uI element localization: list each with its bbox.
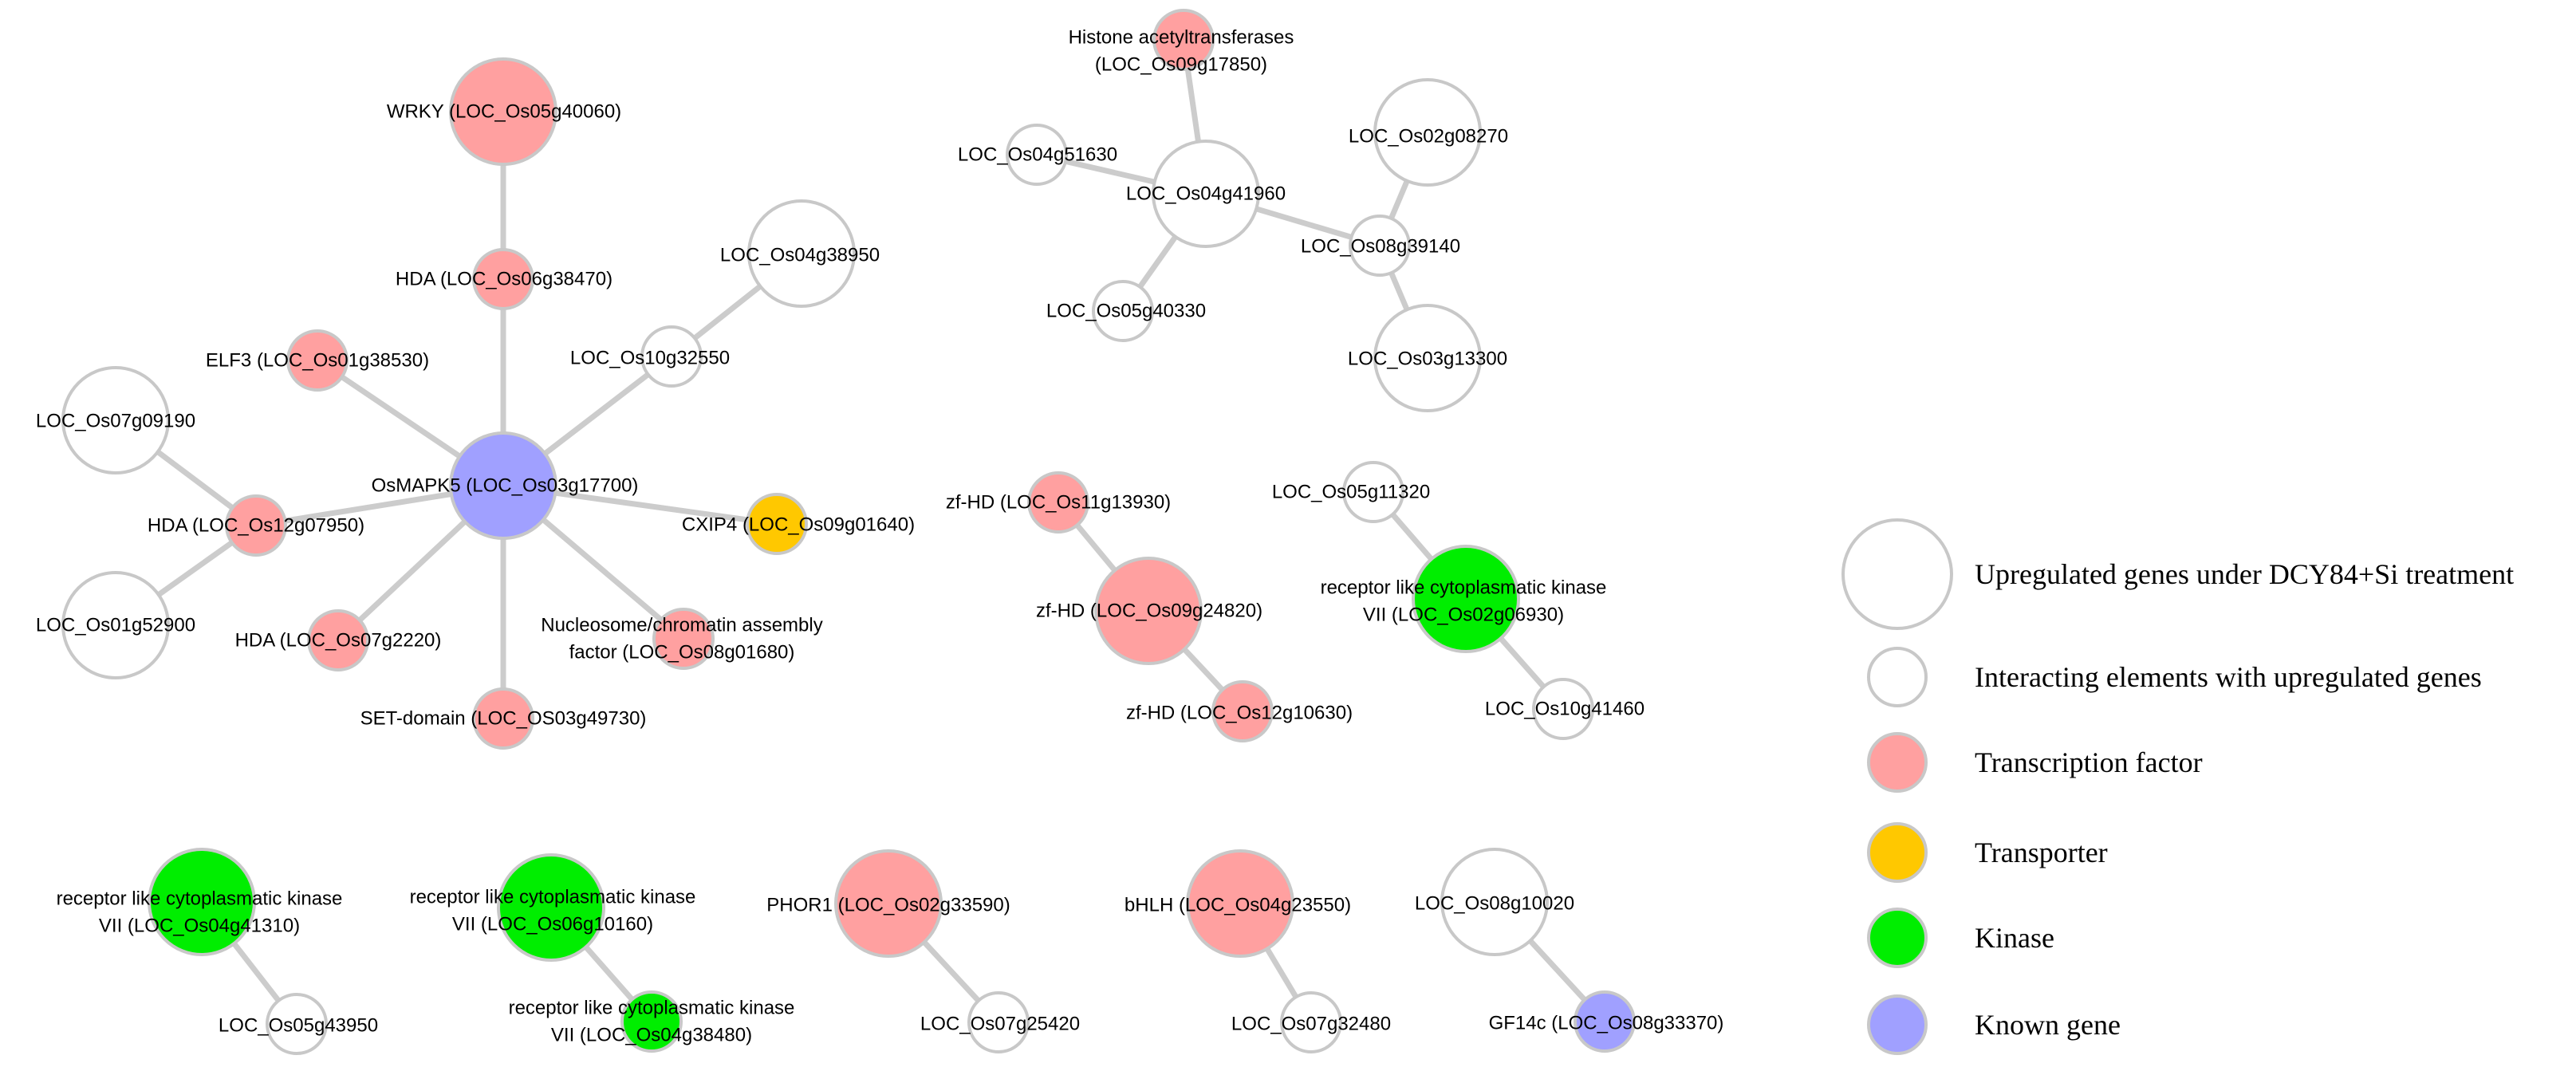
node-label-zfhd09: zf-HD (LOC_Os09g24820) bbox=[1036, 601, 1262, 622]
node-label-histone-line-2: (LOC_Os09g17850) bbox=[1095, 54, 1267, 76]
node-os10g41460[interactable] bbox=[1532, 678, 1594, 740]
node-rlck02[interactable] bbox=[1412, 545, 1520, 653]
node-os08g39140[interactable] bbox=[1349, 215, 1411, 277]
legend: Upregulated genes under DCY84+Si treatme… bbox=[1841, 518, 2514, 1055]
legend-swatch-transporter bbox=[1867, 822, 1928, 883]
node-label-rlck04b-line-2: VII (LOC_Os04g38480) bbox=[551, 1025, 752, 1046]
node-zfhd11[interactable] bbox=[1027, 471, 1089, 534]
node-label-rlck02-line-1: receptor like cytoplasmatic kinase bbox=[1321, 577, 1607, 599]
node-os04g41960[interactable] bbox=[1152, 140, 1260, 248]
node-label-os10g41460: LOC_Os10g41460 bbox=[1485, 699, 1644, 720]
node-nucleosome[interactable] bbox=[652, 608, 715, 670]
node-label-gf14c: GF14c (LOC_Os08g33370) bbox=[1489, 1013, 1724, 1034]
node-os04g38950[interactable] bbox=[747, 199, 856, 308]
node-osmapk5[interactable] bbox=[449, 431, 557, 540]
node-label-hda06: HDA (LOC_Os06g38470) bbox=[396, 269, 612, 290]
node-label-os05g40330: LOC_Os05g40330 bbox=[1046, 301, 1206, 322]
node-label-os07g32480: LOC_Os07g32480 bbox=[1231, 1014, 1391, 1035]
node-labels: WRKY (LOC_Os05g40060) HDA (LOC_Os06g38470… bbox=[36, 27, 1723, 1046]
node-label-wrky: WRKY (LOC_Os05g40060) bbox=[387, 101, 621, 123]
node-os05g40330[interactable] bbox=[1092, 280, 1154, 342]
legend-label-upregulated: Upregulated genes under DCY84+Si treatme… bbox=[1975, 558, 2514, 590]
node-label-rlck04a-line-2: VII (LOC_Os04g41310) bbox=[99, 916, 300, 937]
node-phor1[interactable] bbox=[834, 849, 943, 958]
node-label-osmapk5: OsMAPK5 (LOC_Os03g17700) bbox=[372, 475, 639, 497]
node-label-os04g41960: LOC_Os04g41960 bbox=[1126, 183, 1286, 205]
node-histone[interactable] bbox=[1152, 9, 1215, 71]
node-os07g25420[interactable] bbox=[967, 991, 1030, 1053]
node-cxip4[interactable] bbox=[746, 493, 808, 555]
node-os10g32550[interactable] bbox=[640, 325, 703, 388]
node-label-nucleosome-line-1: Nucleosome/chromatin assembly bbox=[541, 615, 822, 636]
legend-label-interacting: Interacting elements with upregulated ge… bbox=[1975, 661, 2482, 693]
node-label-os08g39140: LOC_Os08g39140 bbox=[1301, 236, 1460, 258]
legend-swatch-upregulated bbox=[1841, 518, 1953, 630]
node-label-rlck04a-line-1: receptor like cytoplasmatic kinase bbox=[57, 888, 343, 910]
node-setdomain[interactable] bbox=[472, 687, 534, 750]
node-label-os05g43950: LOC_Os05g43950 bbox=[219, 1015, 378, 1037]
node-label-os01g52900: LOC_Os01g52900 bbox=[36, 615, 195, 636]
node-rlck06[interactable] bbox=[497, 853, 605, 962]
node-label-os02g08270: LOC_Os02g08270 bbox=[1349, 126, 1508, 148]
node-label-phor1: PHOR1 (LOC_Os02g33590) bbox=[766, 895, 1010, 916]
node-rlck04b[interactable] bbox=[620, 990, 683, 1053]
node-label-rlck02-line-2: VII (LOC_Os02g06930) bbox=[1363, 604, 1564, 626]
legend-swatch-known_gene bbox=[1867, 994, 1928, 1055]
node-zfhd12[interactable] bbox=[1211, 680, 1274, 742]
node-label-rlck04b-line-1: receptor like cytoplasmatic kinase bbox=[509, 998, 795, 1019]
legend-label-transporter: Transporter bbox=[1975, 837, 2108, 868]
node-os03g13300[interactable] bbox=[1373, 304, 1482, 412]
legend-swatch-interacting bbox=[1867, 647, 1928, 707]
node-label-os04g51630: LOC_Os04g51630 bbox=[958, 144, 1117, 166]
node-label-zfhd11: zf-HD (LOC_Os11g13930) bbox=[946, 492, 1171, 514]
node-bhlh[interactable] bbox=[1186, 849, 1294, 958]
node-label-elf3: ELF3 (LOC_Os01g38530) bbox=[206, 350, 429, 372]
node-label-nucleosome-line-2: factor (LOC_Os08g01680) bbox=[569, 642, 795, 664]
node-gf14c[interactable] bbox=[1574, 990, 1636, 1053]
node-label-hda12: HDA (LOC_Os12g07950) bbox=[148, 515, 364, 537]
node-hda12[interactable] bbox=[225, 494, 287, 557]
node-label-os08g10020: LOC_Os08g10020 bbox=[1415, 893, 1574, 915]
node-label-os10g32550: LOC_Os10g32550 bbox=[570, 348, 730, 369]
node-os05g43950[interactable] bbox=[266, 993, 328, 1055]
node-label-cxip4: CXIP4 (LOC_Os09g01640) bbox=[682, 514, 915, 536]
node-os01g52900[interactable] bbox=[61, 571, 170, 679]
node-label-os03g13300: LOC_Os03g13300 bbox=[1348, 348, 1507, 370]
node-label-rlck06-line-2: VII (LOC_Os06g10160) bbox=[452, 914, 653, 935]
node-label-bhlh: bHLH (LOC_Os04g23550) bbox=[1125, 895, 1351, 916]
node-elf3[interactable] bbox=[286, 329, 349, 392]
legend-label-kinase: Kinase bbox=[1975, 922, 2054, 954]
node-label-os04g38950: LOC_Os04g38950 bbox=[720, 245, 880, 266]
node-os07g09190[interactable] bbox=[61, 366, 170, 474]
node-label-hda07: HDA (LOC_Os07g2220) bbox=[235, 630, 442, 652]
node-rlck04a[interactable] bbox=[148, 848, 256, 956]
node-hda07[interactable] bbox=[307, 609, 369, 671]
node-label-zfhd12: zf-HD (LOC_Os12g10630) bbox=[1126, 703, 1353, 724]
node-hda06[interactable] bbox=[472, 248, 534, 310]
node-os04g51630[interactable] bbox=[1006, 124, 1068, 186]
legend-swatch-transcription_factor bbox=[1867, 732, 1928, 793]
node-os05g11320[interactable] bbox=[1342, 461, 1404, 523]
node-label-setdomain: SET-domain (LOC_OS03g49730) bbox=[360, 708, 647, 730]
node-label-os07g25420: LOC_Os07g25420 bbox=[920, 1014, 1080, 1035]
legend-label-transcription_factor: Transcription factor bbox=[1975, 746, 2203, 778]
node-os02g08270[interactable] bbox=[1373, 78, 1482, 187]
network-nodes bbox=[61, 9, 1636, 1055]
node-label-os07g09190: LOC_Os07g09190 bbox=[36, 411, 195, 432]
node-os07g32480[interactable] bbox=[1280, 991, 1342, 1053]
node-label-rlck06-line-1: receptor like cytoplasmatic kinase bbox=[410, 887, 696, 908]
legend-label-known_gene: Known gene bbox=[1975, 1009, 2121, 1041]
node-wrky[interactable] bbox=[449, 57, 557, 166]
node-label-os05g11320: LOC_Os05g11320 bbox=[1272, 482, 1430, 503]
node-os08g10020[interactable] bbox=[1440, 848, 1549, 956]
node-label-histone-line-1: Histone acetyltransferases bbox=[1069, 27, 1294, 49]
legend-swatch-kinase bbox=[1867, 908, 1928, 968]
node-zfhd09[interactable] bbox=[1094, 557, 1203, 665]
